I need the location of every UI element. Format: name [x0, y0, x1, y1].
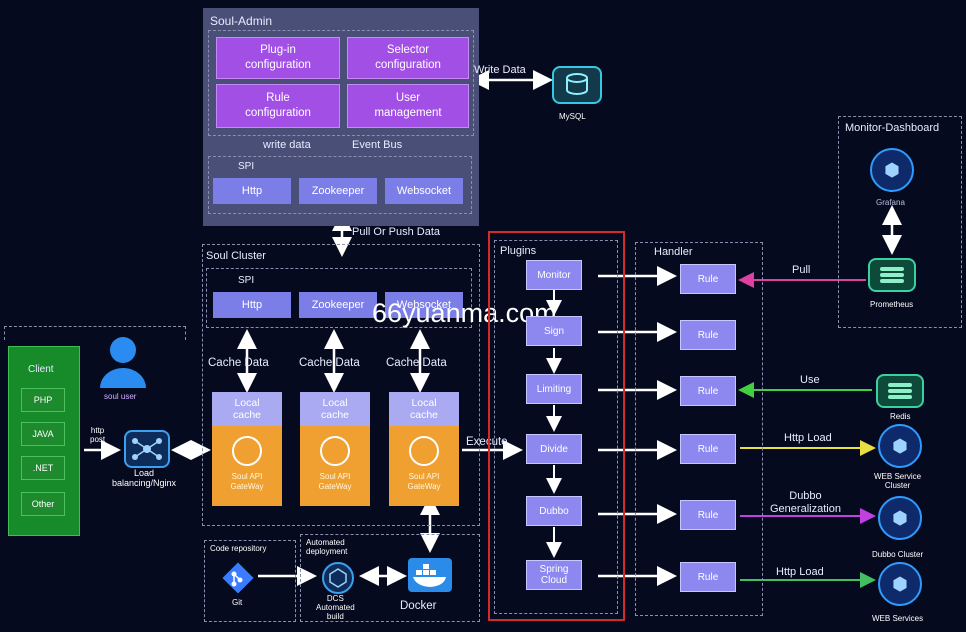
pull-push-label: Pull Or Push Data: [352, 226, 441, 238]
watermark: 66yuanma.com: [372, 298, 557, 328]
cluster-spi-title: SPI: [238, 275, 255, 286]
grafana-label: Grafana: [876, 198, 905, 207]
gateway-name-1: Soul API GateWay: [230, 472, 264, 491]
mysql-label: MySQL: [559, 112, 586, 121]
client-top-divider: [4, 326, 186, 340]
gateway-name-3: Soul API GateWay: [407, 472, 441, 491]
monitor-dashboard-group: [838, 116, 962, 328]
gateway-icon: [320, 436, 350, 466]
admin-spi-http[interactable]: Http: [213, 178, 291, 204]
http-load-2-label: Http Load: [776, 566, 824, 578]
plugin-spring-cloud[interactable]: Spring Cloud: [526, 560, 582, 590]
handler-rule-4[interactable]: Rule: [680, 434, 736, 464]
gateway-icon: [409, 436, 439, 466]
dubbo-cluster-icon: ⬢: [878, 496, 922, 540]
plugin-sign[interactable]: Sign: [526, 316, 582, 346]
handler-rule-1[interactable]: Rule: [680, 264, 736, 294]
cluster-spi-websocket[interactable]: Websocket: [385, 292, 463, 318]
monitor-dashboard-title: Monitor-Dashboard: [845, 122, 940, 134]
pull-label: Pull: [792, 264, 811, 276]
gateway-icon: [232, 436, 262, 466]
load-balancing-label: Load balancing/Nginx: [112, 468, 177, 488]
gateway-name-2: Soul API GateWay: [318, 472, 352, 491]
admin-config-group: [208, 30, 474, 136]
plugin-limiting[interactable]: Limiting: [526, 374, 582, 404]
cache-data-label-3: Cache Data: [386, 357, 447, 369]
write-data-label: Write Data: [474, 64, 526, 76]
grafana-icon: ⬢: [870, 148, 914, 192]
web-services-icon: ⬢: [878, 562, 922, 606]
plugins-highlight-border: [488, 231, 625, 621]
client-dotnet[interactable]: .NET: [21, 456, 65, 480]
execute-label: Execute: [466, 436, 508, 448]
dcs-icon: [322, 562, 354, 594]
handler-rule-5[interactable]: Rule: [680, 500, 736, 530]
use-label: Use: [800, 374, 820, 386]
mysql-icon: [552, 66, 602, 104]
plugin-monitor[interactable]: Monitor: [526, 260, 582, 290]
docker-icon: [408, 558, 452, 592]
plugin-configuration-box[interactable]: Plug-in configuration: [216, 37, 340, 79]
dubbo-generalization-label: Dubbo Generalization: [770, 490, 841, 515]
plugins-title: Plugins: [500, 245, 537, 257]
plugin-dubbo[interactable]: Dubbo: [526, 496, 582, 526]
soul-user-label: soul user: [104, 392, 137, 401]
git-icon: [222, 562, 254, 594]
admin-spi-websocket[interactable]: Websocket: [385, 178, 463, 204]
web-service-cluster-label: WEB Service Cluster: [874, 472, 922, 490]
write-data-small-label: write data: [263, 139, 311, 151]
auto-deploy-title: Automated deployment: [306, 538, 348, 556]
client-java[interactable]: JAVA: [21, 422, 65, 446]
handler-rule-2[interactable]: Rule: [680, 320, 736, 350]
gateway-2[interactable]: Local cache Soul API GateWay: [300, 392, 370, 506]
auto-deploy-group: [300, 534, 480, 622]
handler-rule-3[interactable]: Rule: [680, 376, 736, 406]
web-services-label: WEB Services: [872, 614, 924, 623]
http-post-label: http post: [90, 426, 106, 444]
soul-admin-title: Soul-Admin: [210, 14, 273, 28]
soul-cluster-title: Soul Cluster: [206, 250, 266, 262]
gateway-1[interactable]: Local cache Soul API GateWay: [212, 392, 282, 506]
handler-title: Handler: [654, 246, 693, 258]
handler-group: [635, 242, 763, 616]
gateway-3[interactable]: Local cache Soul API GateWay: [389, 392, 459, 506]
selector-configuration-box[interactable]: Selector configuration: [347, 37, 469, 79]
cluster-spi-group: [206, 268, 472, 328]
plugins-group: [494, 240, 618, 614]
local-cache-2: Local cache: [300, 392, 370, 426]
code-repo-group: [204, 540, 296, 622]
http-load-label: Http Load: [784, 432, 832, 444]
admin-spi-group: [208, 156, 472, 214]
client-title: Client: [28, 364, 54, 375]
redis-icon: [876, 374, 924, 408]
soul-cluster-group: [202, 244, 480, 526]
prometheus-icon: [868, 258, 916, 292]
cache-data-label-2: Cache Data: [299, 357, 360, 369]
cluster-spi-zookeeper[interactable]: Zookeeper: [299, 292, 377, 318]
dubbo-cluster-label: Dubbo Cluster: [872, 550, 924, 559]
admin-spi-zookeeper[interactable]: Zookeeper: [299, 178, 377, 204]
handler-rule-6[interactable]: Rule: [680, 562, 736, 592]
event-bus-label: Event Bus: [352, 139, 403, 151]
user-management-box[interactable]: User management: [347, 84, 469, 128]
load-balancer-icon: [124, 430, 170, 468]
plugin-divide[interactable]: Divide: [526, 434, 582, 464]
local-cache-1: Local cache: [212, 392, 282, 426]
admin-spi-title: SPI: [238, 161, 255, 172]
git-label: Git: [232, 598, 243, 607]
rule-configuration-box[interactable]: Rule configuration: [216, 84, 340, 128]
cluster-spi-http[interactable]: Http: [213, 292, 291, 318]
user-icon: [98, 334, 148, 388]
prometheus-label: Prometheus: [870, 300, 914, 309]
code-repo-title: Code repository: [210, 544, 267, 553]
client-php[interactable]: PHP: [21, 388, 65, 412]
dcs-label: DCS Automated build: [316, 594, 355, 621]
docker-label: Docker: [400, 600, 437, 612]
local-cache-3: Local cache: [389, 392, 459, 426]
web-service-cluster-icon: ⬢: [878, 424, 922, 468]
client-other[interactable]: Other: [21, 492, 65, 516]
redis-label: Redis: [890, 412, 911, 421]
cache-data-label-1: Cache Data: [208, 357, 269, 369]
